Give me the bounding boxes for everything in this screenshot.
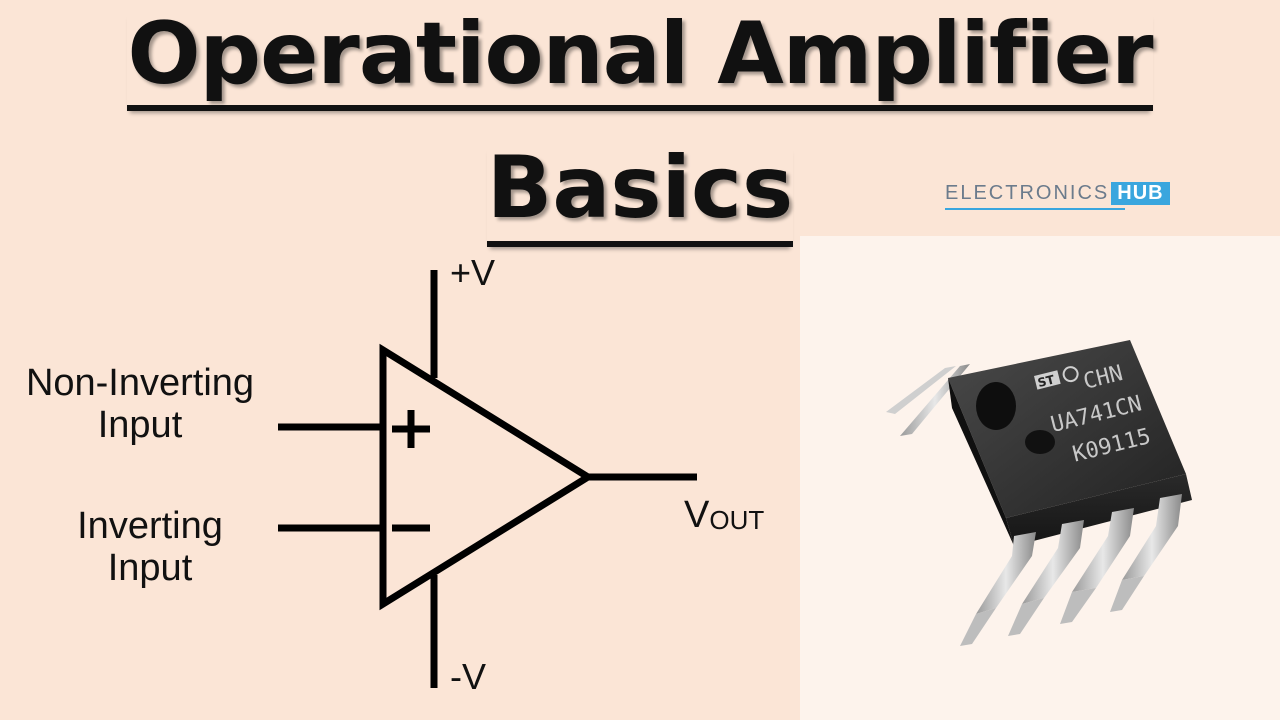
positive-supply-label: +V bbox=[450, 252, 496, 293]
title-text-2: Basics bbox=[486, 145, 794, 247]
negative-supply-label: -V bbox=[450, 656, 486, 697]
chip-pin1-dot bbox=[1025, 430, 1055, 454]
inverting-line2: Input bbox=[107, 547, 193, 589]
output-label: VOUT bbox=[684, 494, 764, 539]
non-inverting-input-label: Non-Inverting Input bbox=[10, 362, 270, 446]
brand-badge: HUB bbox=[1111, 182, 1170, 205]
chip-notch bbox=[976, 382, 1016, 430]
output-label-sub: OUT bbox=[709, 505, 765, 535]
chip-illustration: ST CHN UA741CN K09115 bbox=[886, 340, 1192, 646]
brand-logo: ELECTRONICS HUB bbox=[945, 182, 1170, 205]
inverting-input-label: Inverting Input bbox=[40, 505, 260, 589]
title-line-2: Basics bbox=[0, 138, 1280, 247]
opamp-symbol bbox=[278, 270, 697, 688]
non-inverting-line2: Input bbox=[97, 404, 183, 446]
front-pins bbox=[960, 494, 1182, 646]
brand-underline bbox=[945, 208, 1125, 210]
chip-top-face bbox=[948, 340, 1186, 518]
output-label-main: V bbox=[684, 494, 710, 536]
chip-front-face bbox=[948, 378, 1014, 546]
st-logo-icon: ST bbox=[1034, 366, 1079, 390]
chip-photo: ST CHN UA741CN K09115 bbox=[800, 236, 1280, 720]
non-inverting-line1: Non-Inverting bbox=[25, 362, 255, 404]
inverting-line1: Inverting bbox=[77, 505, 223, 547]
brand-name: ELECTRONICS bbox=[945, 182, 1110, 204]
opamp-triangle bbox=[379, 343, 595, 611]
chip-side-face bbox=[1006, 474, 1192, 546]
title-text-1: Operational Amplifier bbox=[127, 11, 1154, 111]
title-line-1: Operational Amplifier bbox=[0, 4, 1280, 111]
svg-text:ST: ST bbox=[1036, 372, 1057, 390]
